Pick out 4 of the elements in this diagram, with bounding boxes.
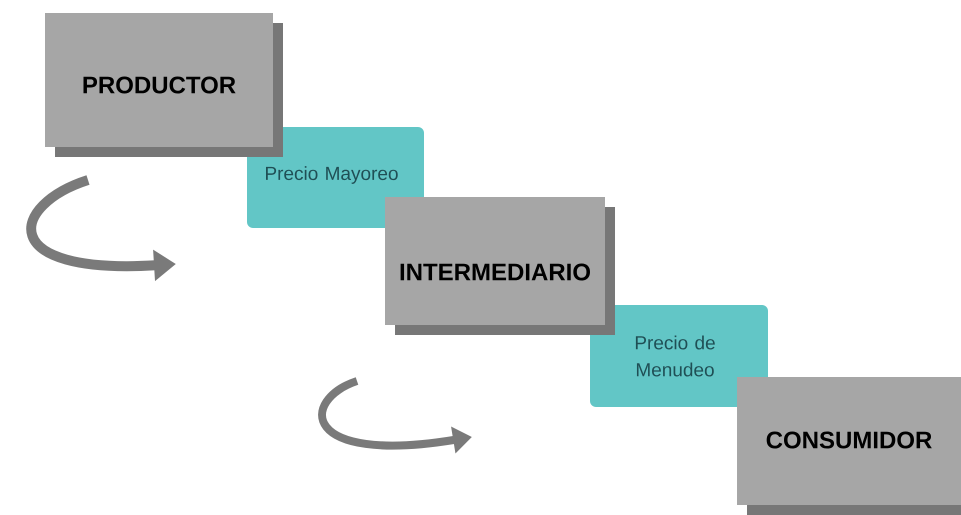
- stage-box: PRODUCTOR: [45, 13, 283, 157]
- price-box: Precio de Menudeo: [590, 305, 768, 407]
- stage-box: CONSUMIDOR: [737, 377, 961, 515]
- stage-box: INTERMEDIARIO: [385, 197, 615, 335]
